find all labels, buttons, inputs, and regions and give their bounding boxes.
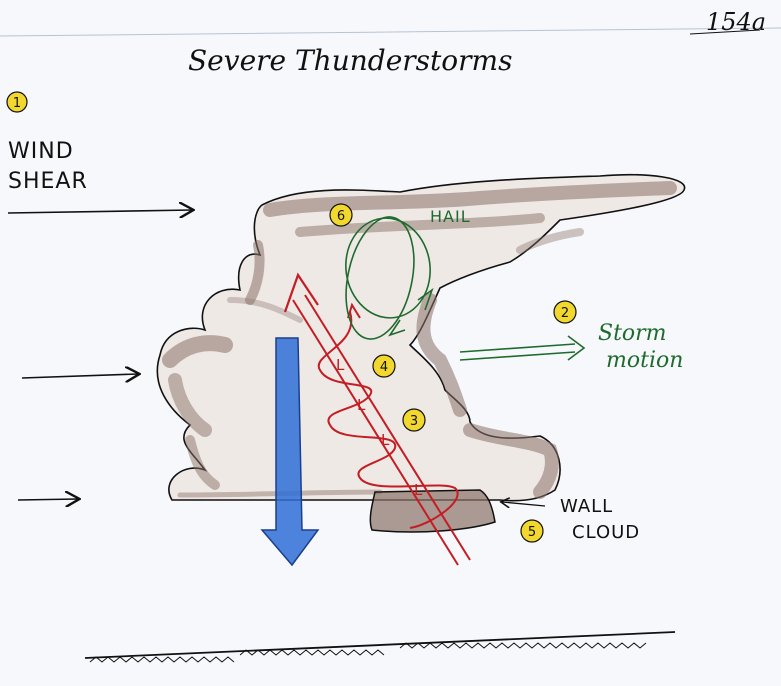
label-hail: HAIL [430, 207, 471, 226]
label-cloud: CLOUD [572, 522, 640, 543]
hail-loops [345, 216, 434, 340]
low-marker-3: L [381, 431, 390, 449]
storm-motion-arrow-icon [459, 335, 586, 361]
low-pressure-markers: L L L L [336, 356, 423, 499]
wind-arrow-bottom-icon [17, 499, 78, 500]
low-marker-4: L [414, 481, 423, 499]
downdraft-arrow-icon [260, 337, 320, 567]
wind-arrow-middle-icon [21, 374, 138, 378]
label-motion: motion [606, 348, 683, 373]
ground-line [84, 631, 676, 663]
low-marker-1: L [336, 356, 345, 374]
wall-cloud-pointer-icon [502, 502, 546, 506]
marker-1: 1 [6, 91, 28, 113]
marker-3: 3 [402, 408, 426, 432]
label-wall: WALL [560, 496, 613, 517]
svg-text:2: 2 [561, 306, 569, 321]
marker-6: 6 [329, 203, 353, 227]
svg-text:6: 6 [337, 209, 345, 224]
svg-text:3: 3 [410, 414, 418, 429]
svg-text:5: 5 [528, 525, 536, 540]
page-rule-line [0, 27, 781, 37]
updraft-arrow-icon [283, 272, 471, 566]
marker-5: 5 [520, 519, 544, 543]
diagram-title: Severe Thunderstorms [188, 44, 512, 77]
marker-2: 2 [553, 300, 577, 324]
label-wind: WIND [8, 139, 74, 164]
wall-cloud [369, 489, 496, 533]
low-marker-2: L [357, 396, 366, 414]
svg-text:4: 4 [380, 360, 388, 375]
svg-text:1: 1 [13, 96, 21, 111]
wind-arrow-top-icon [7, 210, 192, 213]
page-number-underline [689, 29, 761, 35]
label-storm: Storm [598, 321, 667, 346]
label-shear: SHEAR [8, 169, 88, 194]
marker-4: 4 [372, 354, 396, 378]
